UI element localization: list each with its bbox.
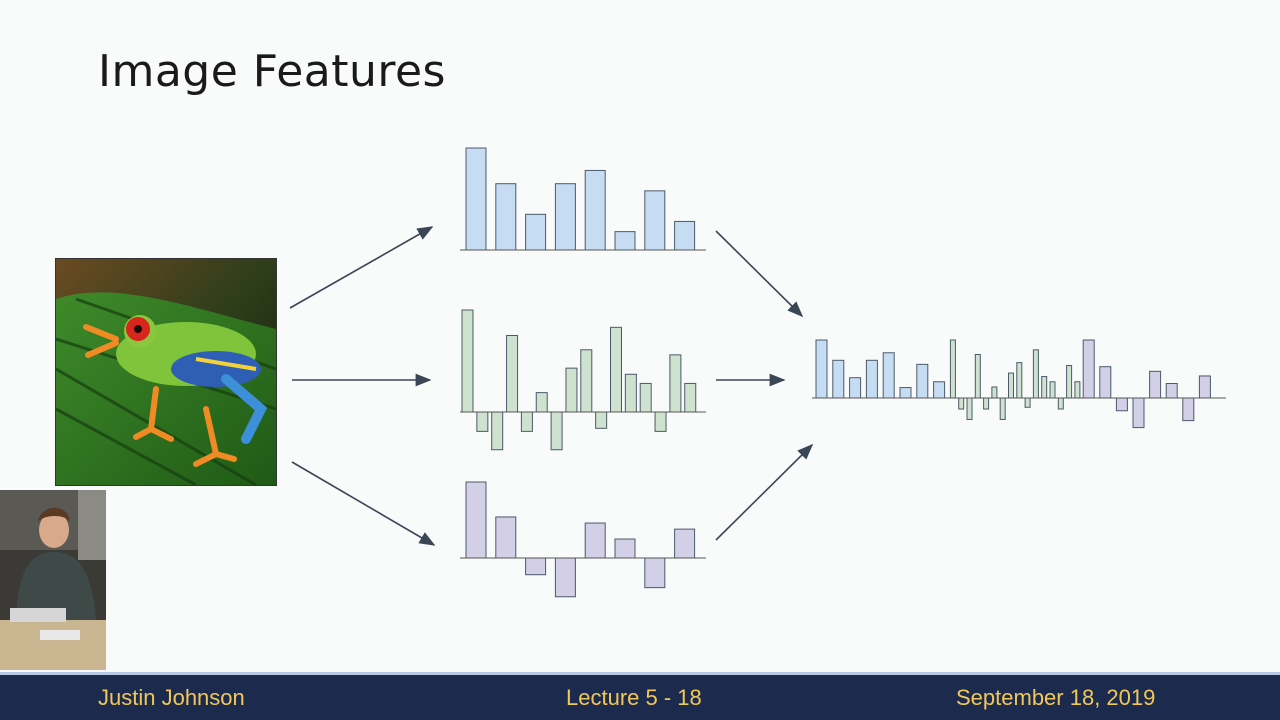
concatenated-bar-16 — [1008, 372, 1014, 399]
frog-photo — [55, 258, 277, 486]
green-bar-15 — [669, 354, 682, 413]
concatenated-bar-22 — [1057, 397, 1064, 410]
concatenated-bar-chart — [812, 339, 1226, 429]
blue-bar-4 — [554, 183, 576, 251]
concatenated-bar-8 — [933, 381, 946, 399]
green-bar-14 — [654, 411, 667, 432]
footer-lecture: Lecture 5 - 18 — [566, 685, 702, 710]
concatenated-bar-4 — [865, 359, 878, 399]
concatenated-bar-28 — [1132, 397, 1145, 429]
concatenated-bar-12 — [974, 354, 981, 399]
green-bar-16 — [684, 382, 697, 413]
purple-bar-8 — [674, 528, 696, 559]
concatenated-bar-6 — [899, 387, 912, 399]
concatenated-bar-19 — [1032, 349, 1039, 399]
image-to-purple-arrow — [291, 461, 436, 546]
concatenated-bar-10 — [958, 397, 965, 410]
purple-bar-3 — [525, 557, 547, 576]
green-bar-12 — [624, 373, 637, 413]
green-bar-6 — [535, 392, 548, 413]
green-bar-13 — [639, 382, 652, 413]
concatenated-bar-31 — [1182, 397, 1195, 422]
green-bar-9 — [580, 349, 593, 413]
purple-bar-1 — [465, 481, 487, 559]
presenter-video — [0, 490, 106, 670]
blue-to-concat-arrow — [715, 230, 804, 318]
concatenated-bar-15 — [999, 397, 1006, 420]
feature-diagram — [289, 147, 1226, 598]
concatenated-bar-9 — [949, 339, 956, 399]
purple-bar-2 — [495, 516, 517, 559]
green-bar-2 — [476, 411, 489, 432]
blue-bar-3 — [525, 213, 547, 251]
blue-bar-5 — [584, 169, 606, 251]
concatenated-bar-7 — [916, 363, 929, 399]
concatenated-bar-13 — [983, 397, 990, 410]
green-bar-8 — [565, 367, 578, 413]
concatenated-bar-2 — [832, 359, 845, 399]
blue-bar-2 — [495, 183, 517, 251]
purple-bar-chart — [460, 481, 706, 598]
concatenated-bar-17 — [1016, 362, 1023, 399]
concatenated-bar-11 — [966, 397, 973, 420]
green-bar-chart — [460, 309, 706, 451]
concatenated-bar-1 — [815, 339, 828, 399]
purple-bar-7 — [644, 557, 666, 589]
concatenated-bar-3 — [849, 377, 862, 399]
concatenated-bar-23 — [1066, 365, 1073, 399]
green-bar-3 — [491, 411, 504, 451]
arrows — [289, 226, 814, 546]
footer-date: September 18, 2019 — [956, 685, 1156, 710]
concatenated-bar-29 — [1149, 370, 1162, 399]
purple-bar-5 — [584, 522, 606, 559]
blue-bar-1 — [465, 147, 487, 251]
green-bar-7 — [550, 411, 563, 451]
concatenated-bar-20 — [1041, 376, 1048, 399]
concatenated-bar-24 — [1074, 381, 1081, 399]
green-bar-10 — [595, 411, 608, 429]
slide-footer: Justin Johnson Lecture 5 - 18 September … — [0, 672, 1280, 720]
green-bar-4 — [506, 335, 519, 413]
concatenated-bar-30 — [1165, 383, 1178, 399]
concatenated-bar-26 — [1099, 366, 1112, 399]
blue-bar-7 — [644, 190, 666, 251]
purple-bar-6 — [614, 538, 636, 559]
concatenated-bar-5 — [882, 352, 895, 399]
blue-bar-8 — [674, 220, 696, 251]
slide: Image Features — [0, 46, 1226, 670]
green-bar-5 — [520, 411, 533, 432]
concatenated-bar-27 — [1115, 397, 1128, 412]
concatenated-bar-21 — [1049, 381, 1056, 399]
slide-title: Image Features — [98, 46, 446, 97]
purple-bar-4 — [554, 557, 576, 598]
blue-bar-6 — [614, 231, 636, 251]
blue-bar-chart — [460, 147, 706, 251]
concatenated-bar-18 — [1024, 397, 1031, 408]
green-bar-1 — [461, 309, 474, 413]
purple-to-concat-arrow — [715, 443, 814, 541]
concatenated-bar-25 — [1082, 339, 1095, 399]
image-to-blue-arrow — [289, 226, 434, 309]
footer-author: Justin Johnson — [98, 685, 245, 710]
green-bar-11 — [610, 326, 622, 413]
concatenated-bar-14 — [991, 386, 998, 399]
concatenated-bar-32 — [1198, 375, 1211, 399]
